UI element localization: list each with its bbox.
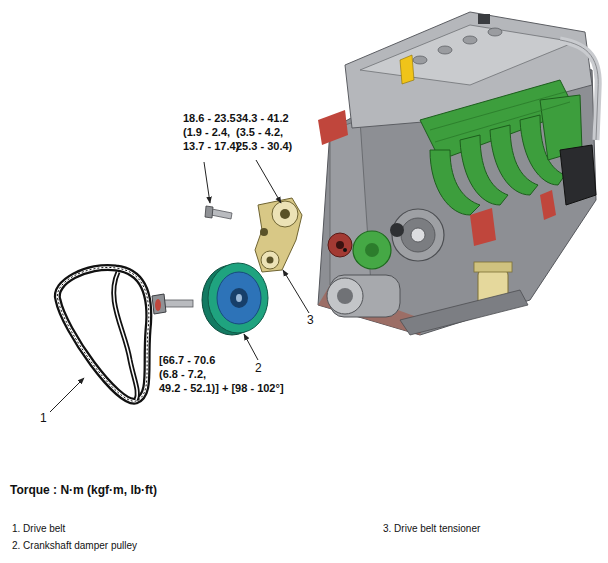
pulley-bolt <box>152 294 193 314</box>
drive-belt <box>114 272 138 400</box>
torque-unit-note: Torque : N·m (kgf·m, lb·ft) <box>10 483 157 497</box>
belt-tensioner <box>260 228 268 236</box>
engine-illustration <box>411 228 425 242</box>
pulley-bolt <box>163 300 193 307</box>
engine-illustration <box>400 55 414 84</box>
pulley-bolt <box>152 294 166 314</box>
engine-illustration <box>328 233 352 257</box>
leader-line <box>256 160 281 203</box>
belt-tensioner <box>272 201 298 227</box>
torque-spec: 34.3 - 41.2 (3.5 - 4.2, 25.3 - 30.4) <box>236 111 296 153</box>
engine-illustration <box>463 36 477 44</box>
damper-pulley <box>217 272 261 324</box>
belt-tensioner <box>267 257 274 264</box>
belt-tensioner <box>255 198 302 272</box>
leader-line <box>50 160 309 412</box>
leader-line <box>204 162 210 203</box>
callout-number: 1 <box>40 411 60 425</box>
engine-illustration <box>400 290 528 335</box>
engine-illustration <box>438 46 452 54</box>
torque-spec: [66.7 - 70.6 (6.8 - 7.2, 49.2 - 52.1)] +… <box>159 353 293 395</box>
torque-spec: [66.7 - 70.6 (6.8 - 7.2, 49.2 - 52.1)] +… <box>159 354 284 394</box>
part-legend-item: 2. Crankshaft damper pulley <box>12 539 262 552</box>
tensioner-bolt <box>211 209 232 219</box>
damper-pulley <box>236 294 242 302</box>
engine-illustration <box>318 110 348 145</box>
belt-tensioner <box>280 209 290 219</box>
engine-illustration <box>337 288 353 304</box>
callout-number: 2 <box>255 361 262 375</box>
engine-illustration <box>336 241 344 249</box>
drive-belt <box>57 267 149 401</box>
torque-spec: 34.3 - 41.2 (3.5 - 4.2, 25.3 - 30.4) <box>236 112 292 152</box>
engine-illustration <box>488 28 502 36</box>
callout-number: 3 <box>307 313 314 327</box>
part-legend-item: 1. Drive belt <box>12 522 262 535</box>
engine-illustration <box>470 208 496 246</box>
wrap-spacer <box>221 353 293 381</box>
engine-illustration <box>343 248 347 252</box>
drive-belt <box>57 267 149 401</box>
belt-tensioner <box>255 198 302 272</box>
engine-illustration <box>474 262 512 272</box>
pulley-bolt <box>155 299 161 311</box>
belt-tensioner <box>261 251 279 269</box>
leader-line <box>50 378 84 412</box>
engine-illustration <box>401 218 435 252</box>
torque-spec: 18.6 - 23.5 (1.9 - 2.4, 13.7 - 17.4) <box>183 111 243 153</box>
engine-illustration <box>478 14 490 24</box>
tensioner-bolt <box>205 206 213 218</box>
torque-unit-note: Torque : N·m (kgf·m, lb·ft) <box>10 483 310 497</box>
damper-pulley <box>230 288 248 308</box>
engine-illustration <box>327 278 363 314</box>
leader-line <box>244 334 258 360</box>
engine-illustration <box>330 120 372 300</box>
engine-illustration <box>413 56 427 64</box>
engine-illustration <box>318 12 598 335</box>
tensioner-bolt <box>205 206 232 219</box>
engine-illustration <box>413 28 502 64</box>
engine-illustration <box>360 25 575 85</box>
engine-illustration <box>540 190 556 220</box>
callout-number: 3 <box>307 313 327 327</box>
engine-illustration <box>420 80 582 215</box>
drive-belt <box>57 267 149 401</box>
part-legend-item: 1. Drive belt <box>12 523 65 534</box>
engine-illustration <box>560 145 596 205</box>
part-legend-item: 3. Drive belt tensioner <box>383 522 603 535</box>
leader-line <box>283 270 309 313</box>
drive-belt <box>57 267 149 401</box>
engine-illustration <box>390 223 404 237</box>
torque-spec: 18.6 - 23.5 (1.9 - 2.4, 13.7 - 17.4) <box>183 112 239 152</box>
engine-illustration <box>435 102 570 142</box>
engine-illustration <box>430 92 565 130</box>
drive-belt <box>114 272 138 400</box>
engine-illustration <box>365 243 379 257</box>
damper-pulley <box>202 263 268 335</box>
damper-pulley <box>208 263 268 333</box>
part-legend-item: 3. Drive belt tensioner <box>383 523 480 534</box>
callout-number: 2 <box>255 361 275 375</box>
callout-number: 1 <box>40 411 47 425</box>
engine-illustration <box>353 231 391 269</box>
part-legend-item: 2. Crankshaft damper pulley <box>12 540 137 551</box>
engine-illustration <box>430 92 570 142</box>
